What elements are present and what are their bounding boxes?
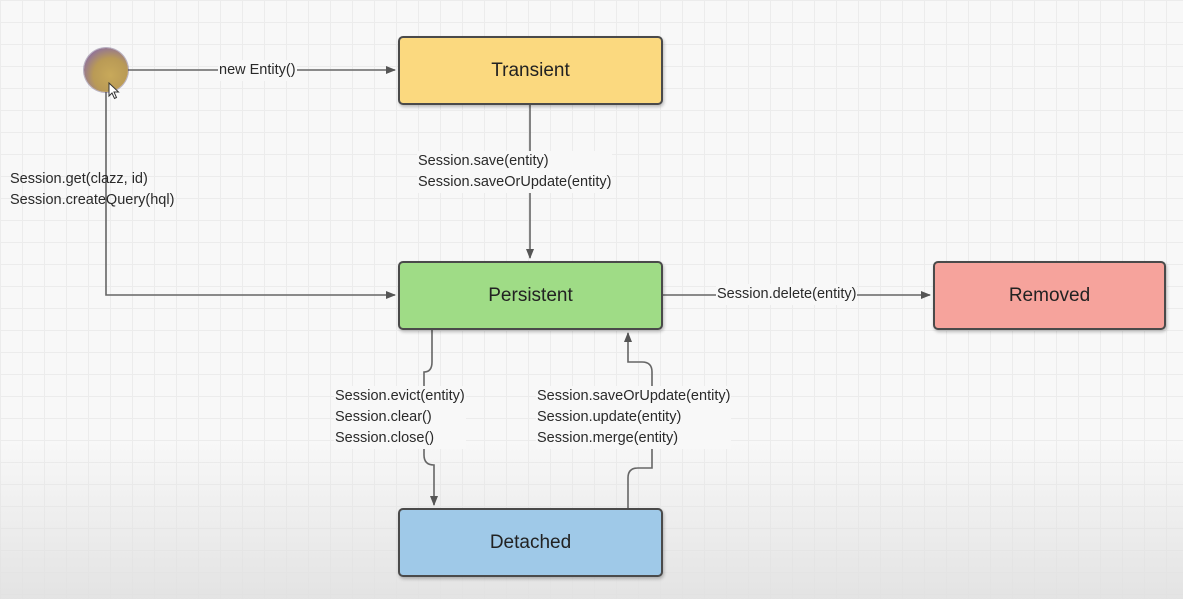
edge-label-get: Session.get(clazz, id) Session.createQue… [10,169,174,211]
edge-label-line: Session.createQuery(hql) [10,192,175,208]
state-removed[interactable]: Removed [933,261,1166,330]
state-transient[interactable]: Transient [398,36,663,105]
edge-label-line: Session.close() [334,428,466,449]
edge-get [105,92,396,299]
edge-label-line: Session.get(clazz, id) [10,171,148,187]
edge-label-line: new Entity() [219,62,296,78]
mouse-cursor-icon [108,82,120,100]
state-persistent[interactable]: Persistent [398,261,663,330]
edge-label-line: Session.save(entity) [417,151,613,172]
state-removed-label: Removed [1008,284,1091,306]
edge-label-line: Session.clear() [334,407,466,428]
edge-label-line: Session.delete(entity) [717,286,857,302]
edge-label-save: Session.save(entity) Session.saveOrUpdat… [417,151,613,193]
edge-label-line: Session.saveOrUpdate(entity) [417,172,613,193]
edge-label-evict: Session.evict(entity) Session.clear() Se… [334,386,466,449]
initial-state-node[interactable] [84,48,128,92]
edge-label-line: Session.merge(entity) [536,428,732,449]
state-detached-label: Detached [489,531,572,553]
state-detached[interactable]: Detached [398,508,663,577]
edge-label-reattach: Session.saveOrUpdate(entity) Session.upd… [536,386,732,449]
state-transient-label: Transient [491,59,570,81]
edge-label-line: Session.saveOrUpdate(entity) [536,386,732,407]
edge-label-line: Session.evict(entity) [334,386,466,407]
edge-label-new-entity: new Entity() [218,60,297,81]
edge-label-delete: Session.delete(entity) [716,284,858,305]
state-persistent-label: Persistent [488,284,573,306]
edge-label-line: Session.update(entity) [536,407,732,428]
